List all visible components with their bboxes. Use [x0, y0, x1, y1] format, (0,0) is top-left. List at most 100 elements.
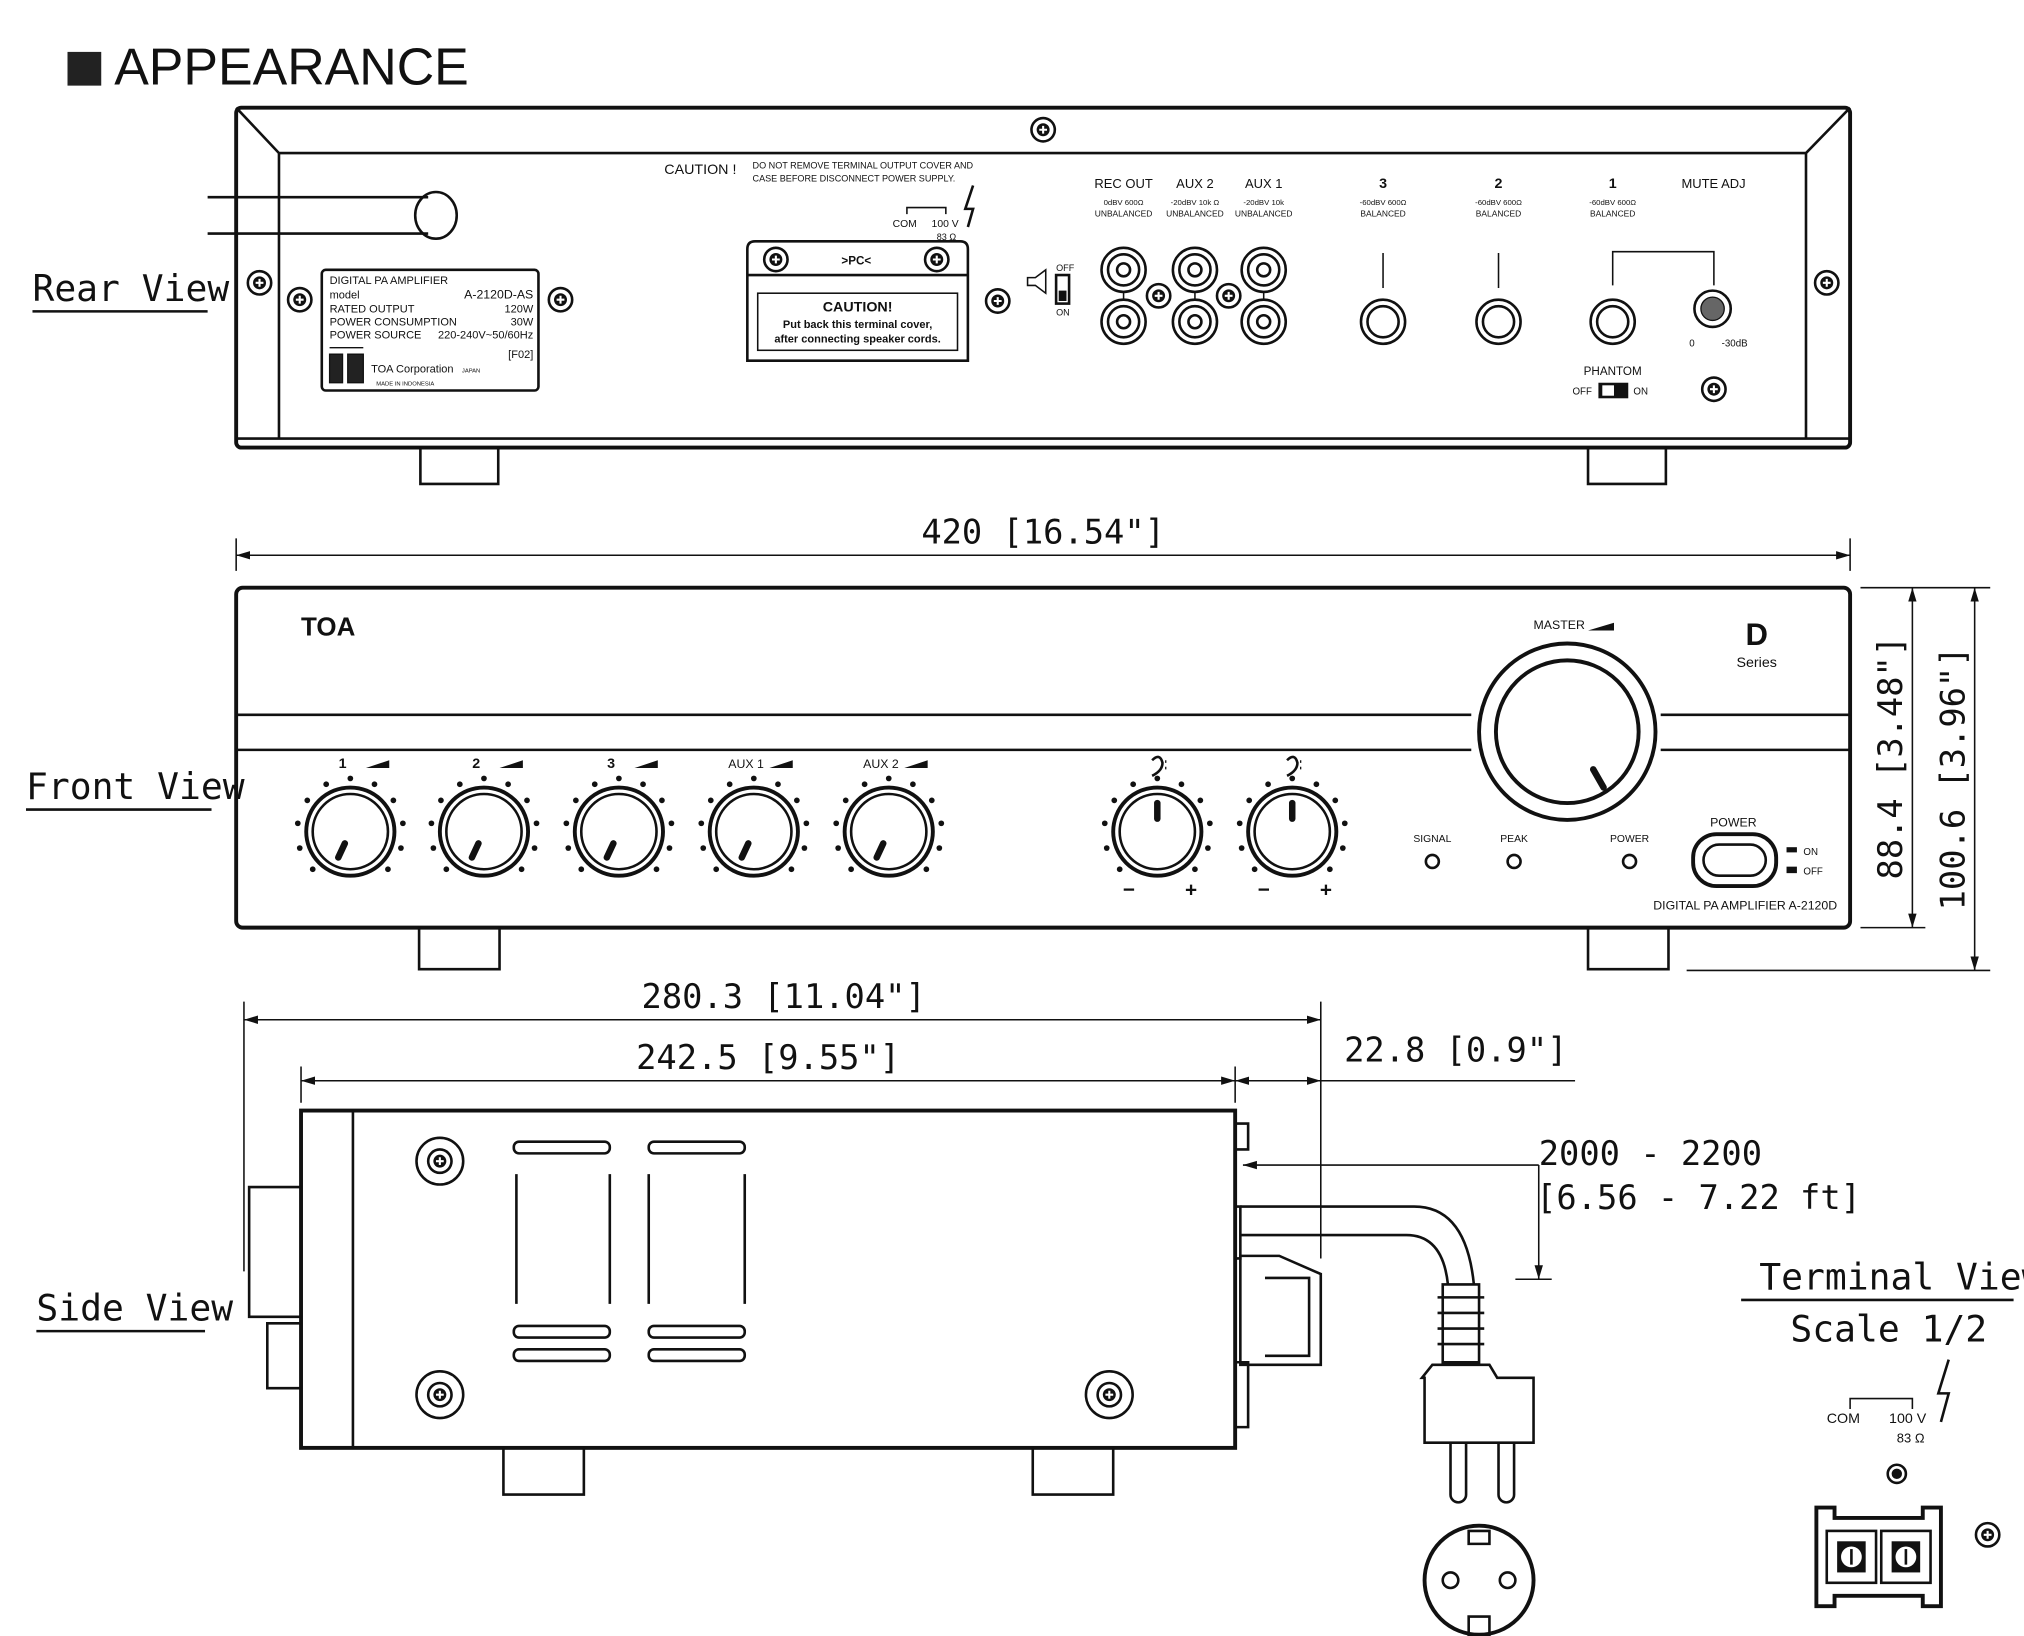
plate-consumption-value: 30W [511, 317, 534, 329]
caution-line2: CASE BEFORE DISCONNECT POWER SUPPLY. [753, 174, 956, 184]
tone-minus: − [1258, 878, 1270, 901]
plate-model-value: A-2120D-AS [464, 287, 533, 301]
rca-jack[interactable] [1240, 246, 1288, 294]
channel-label: AUX 1 [728, 757, 764, 771]
volume-wedge-icon [365, 760, 390, 769]
front-brand: TOA [301, 614, 356, 642]
rear-input-type: BALANCED [1476, 209, 1521, 219]
rca-jack[interactable] [1240, 298, 1288, 346]
plate-japan: JAPAN [462, 368, 480, 374]
terminal-com: COM [893, 219, 917, 230]
terminal-lightning-icon [1936, 1359, 1951, 1423]
lightning-icon [963, 185, 975, 228]
treble-clef-icon [1286, 755, 1302, 777]
channel-volume-knob[interactable] [294, 775, 406, 878]
volume-wedge-icon [634, 760, 658, 769]
toa-logo-icon [328, 347, 364, 384]
plate-consumption-label: POWER CONSUMPTION [330, 317, 457, 329]
dim-depth-front: 22.8 [0.9"] [1344, 1030, 1567, 1069]
bass-knob[interactable] [1101, 775, 1213, 878]
tv-100v: 100 V [1889, 1411, 1927, 1427]
phantom-on: ON [1633, 386, 1648, 397]
plate-corp: TOA Corporation [371, 363, 453, 375]
power-off-label: OFF [1803, 866, 1822, 877]
plate-model-label: model [330, 289, 360, 301]
rca-jack[interactable] [1100, 246, 1147, 294]
treble-knob[interactable] [1236, 775, 1348, 878]
terminal-cover [746, 240, 970, 362]
side-view [247, 1108, 1536, 1636]
rear-view: DIGITAL PA AMPLIFIER model A-2120D-AS RA… [207, 105, 1853, 486]
series-letter: D [1745, 617, 1767, 652]
phantom-label: PHANTOM [1584, 365, 1642, 378]
dim-depth-body: 242.5 [9.55"] [636, 1038, 900, 1077]
dim-width: 420 [16.54"] [921, 513, 1165, 552]
cover-line1: Put back this terminal cover, [783, 319, 932, 331]
power-button-label: POWER [1710, 815, 1757, 829]
mute-max: -30dB [1722, 338, 1748, 349]
power-led-label: POWER [1610, 834, 1649, 845]
channel-volume-knob[interactable] [698, 775, 810, 878]
channel-volume-knob[interactable] [833, 775, 945, 878]
mute-adj-trimmer[interactable] [1693, 289, 1733, 329]
rear-input-spec: -60dBV 600Ω [1360, 198, 1407, 207]
plug-face [1422, 1523, 1536, 1636]
rear-input-name: 2 [1495, 176, 1503, 192]
speaker-icon [1026, 268, 1047, 295]
speaker-switch-off: OFF [1056, 263, 1075, 273]
channel-volume-knob[interactable] [563, 775, 675, 878]
plate-rated-value: 120W [504, 304, 533, 316]
speaker-switch-on: ON [1056, 307, 1070, 317]
plate-source-label: POWER SOURCE [330, 330, 422, 342]
dim-height-total: 100.6 [3.96"] [1933, 646, 1972, 910]
front-model: DIGITAL PA AMPLIFIER A-2120D [1653, 898, 1837, 912]
tone-plus: + [1185, 878, 1197, 901]
mute-adj-label: MUTE ADJ [1681, 176, 1745, 191]
rca-jack[interactable] [1171, 246, 1219, 294]
xlr-phone-jack[interactable] [1359, 298, 1407, 346]
channel-volume-knob[interactable] [428, 775, 540, 878]
page-title: APPEARANCE [114, 37, 469, 95]
cover-caution: CAUTION! [823, 299, 893, 315]
peak-label: PEAK [1500, 834, 1528, 845]
tv-ohm: 83 Ω [1897, 1431, 1925, 1446]
rear-input-spec: -60dBV 600Ω [1475, 198, 1522, 207]
plate-source-value: 220-240V~50/60Hz [438, 330, 533, 342]
rca-jack[interactable] [1171, 298, 1219, 346]
rear-input-name: 3 [1379, 176, 1387, 192]
channel-label: 2 [472, 756, 480, 772]
channel-label: 3 [607, 756, 615, 772]
xlr-phone-jack[interactable] [1475, 298, 1522, 346]
cord-length-ft: [6.56 - 7.22 ft] [1536, 1178, 1861, 1217]
cord-length-mm: 2000 - 2200 [1539, 1134, 1762, 1173]
rear-input-name: AUX 1 [1245, 176, 1282, 191]
volume-wedge-icon [769, 760, 793, 769]
xlr-phone-jack[interactable] [1589, 298, 1637, 346]
dim-depth-total: 280.3 [11.04"] [642, 977, 926, 1016]
volume-wedge-icon [904, 760, 928, 769]
terminal-view: COM 100 V 83 Ω [1814, 1359, 2001, 1609]
rear-input-spec: 0dBV 600Ω [1104, 198, 1144, 207]
master-knob[interactable] [1493, 658, 1641, 806]
terminal-100v: 100 V [932, 219, 959, 230]
tone-plus: + [1320, 878, 1332, 901]
caution-title: CAUTION ! [664, 162, 736, 178]
screw-icon [1215, 282, 1242, 309]
speaker-switch[interactable] [1054, 273, 1071, 305]
master-label: MASTER [1534, 618, 1585, 632]
phantom-off: OFF [1572, 386, 1591, 397]
tv-com: COM [1827, 1411, 1860, 1427]
terminal-ohm: 83 Ω [937, 232, 957, 242]
title-square-icon [67, 51, 102, 86]
tone-minus: − [1123, 878, 1135, 901]
rca-jack[interactable] [1100, 298, 1147, 346]
dim-height-body: 88.4 [3.48"] [1871, 636, 1910, 880]
power-button[interactable] [1691, 832, 1779, 889]
front-view-label: Front View [26, 765, 245, 808]
terminal-scale-label: Scale 1/2 [1790, 1307, 1987, 1350]
caution-line1: DO NOT REMOVE TERMINAL OUTPUT COVER AND [753, 161, 974, 171]
plate-made-in: MADE IN INDONESIA [376, 381, 434, 387]
rear-view-label: Rear View [32, 267, 229, 310]
volume-wedge-icon [499, 760, 523, 769]
